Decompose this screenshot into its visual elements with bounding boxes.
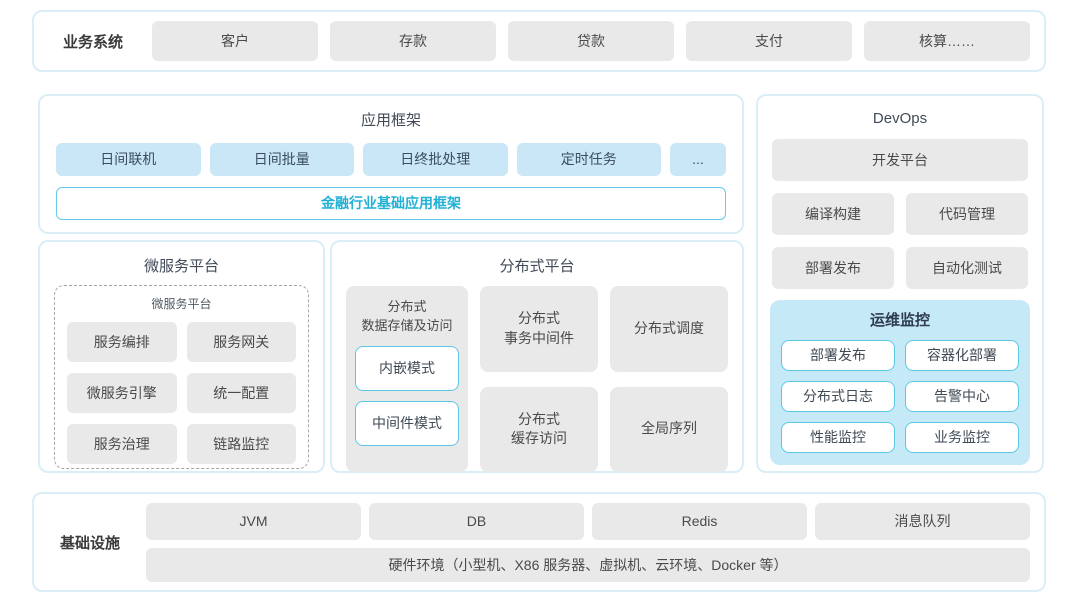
business-item-customer: 客户 [152, 21, 318, 61]
deploy-release-box: 部署发布 [772, 247, 894, 289]
distributed-platform-panel: 分布式平台 分布式 数据存储及访问 内嵌模式 中间件模式 分布式 事务中间件 分… [330, 240, 744, 473]
business-system-label: 业务系统 [62, 33, 123, 51]
microservice-platform-panel: 微服务平台 微服务平台 服务编排 服务网关 微服务引擎 统一配置 服务治理 链路… [38, 240, 325, 473]
microservice-platform-title: 微服务平台 [143, 258, 219, 275]
hardware-environment-box: 硬件环境（小型机、X86 服务器、虚拟机、云环境、Docker 等） [146, 547, 1030, 582]
distributed-platform-title: 分布式平台 [499, 258, 575, 275]
module-more: ... [670, 143, 726, 176]
microservice-inner-box: 微服务平台 服务编排 服务网关 微服务引擎 统一配置 服务治理 链路监控 [54, 285, 309, 469]
mon-distributed-logs: 分布式日志 [781, 381, 895, 412]
microservice-inner-title: 微服务平台 [151, 297, 212, 311]
business-item-accounting: 核算…… [864, 21, 1030, 61]
mon-alert-center: 告警中心 [905, 381, 1019, 412]
code-management-box: 代码管理 [906, 193, 1028, 235]
global-sequence: 全局序列 [610, 386, 728, 472]
distributed-transaction-middleware: 分布式 事务中间件 [480, 286, 598, 372]
business-item-deposit: 存款 [330, 21, 496, 61]
mon-business: 业务监控 [905, 422, 1019, 453]
ops-monitoring-title: 运维监控 [869, 312, 930, 329]
module-scheduled-task: 定时任务 [516, 143, 661, 176]
ms-service-gateway: 服务网关 [186, 322, 296, 362]
dev-platform-box: 开发平台 [772, 139, 1028, 181]
module-daytime-batch: 日间批量 [209, 143, 354, 176]
app-framework-modules: 日间联机 日间批量 日终批处理 定时任务 ... [56, 143, 726, 176]
infrastructure-row: JVM DB Redis 消息队列 [146, 502, 1030, 540]
distributed-cache-access: 分布式 缓存访问 [480, 386, 598, 472]
infrastructure-label: 基础设施 [59, 534, 120, 552]
infrastructure-content: JVM DB Redis 消息队列 硬件环境（小型机、X86 服务器、虚拟机、云… [146, 502, 1044, 582]
ms-service-governance: 服务治理 [67, 424, 177, 464]
ops-monitoring-panel: 运维监控 部署发布 容器化部署 分布式日志 告警中心 性能监控 业务监控 [770, 300, 1030, 465]
devops-title: DevOps [872, 110, 928, 127]
ms-microservice-engine: 微服务引擎 [67, 373, 177, 413]
infra-message-queue: 消息队列 [815, 502, 1030, 540]
compile-build-box: 编译构建 [772, 193, 894, 235]
distributed-platform-body: 分布式 数据存储及访问 内嵌模式 中间件模式 分布式 事务中间件 分布式 缓存访… [346, 286, 728, 472]
infra-jvm: JVM [146, 502, 361, 540]
automated-testing-box: 自动化测试 [906, 247, 1028, 289]
distributed-scheduling: 分布式调度 [610, 286, 728, 372]
app-framework-panel: 应用框架 日间联机 日间批量 日终批处理 定时任务 ... 金融行业基础应用框架 [38, 94, 744, 234]
distributed-storage-box: 分布式 数据存储及访问 内嵌模式 中间件模式 [346, 286, 468, 472]
distributed-col-3: 分布式调度 全局序列 [610, 286, 728, 472]
business-item-payment: 支付 [686, 21, 852, 61]
infrastructure-panel: 基础设施 JVM DB Redis 消息队列 硬件环境（小型机、X86 服务器、… [32, 492, 1046, 592]
ops-monitoring-grid: 部署发布 容器化部署 分布式日志 告警中心 性能监控 业务监控 [781, 340, 1019, 453]
middleware-mode-box: 中间件模式 [355, 400, 459, 446]
app-framework-title: 应用框架 [360, 112, 421, 129]
devops-grid: 编译构建 代码管理 部署发布 自动化测试 [772, 193, 1028, 289]
mon-performance: 性能监控 [781, 422, 895, 453]
business-system-panel: 业务系统 客户 存款 贷款 支付 核算…… [32, 10, 1046, 72]
distributed-col-2: 分布式 事务中间件 分布式 缓存访问 [480, 286, 598, 472]
module-eod-batch: 日终批处理 [363, 143, 508, 176]
ms-unified-config: 统一配置 [186, 373, 296, 413]
microservice-grid: 服务编排 服务网关 微服务引擎 统一配置 服务治理 链路监控 [67, 322, 296, 464]
infra-db: DB [369, 502, 584, 540]
ms-link-monitoring: 链路监控 [186, 424, 296, 464]
base-framework-box: 金融行业基础应用框架 [56, 187, 726, 220]
module-daytime-online: 日间联机 [56, 143, 201, 176]
business-item-loan: 贷款 [508, 21, 674, 61]
mon-deploy-release: 部署发布 [781, 340, 895, 371]
ms-service-orchestration: 服务编排 [67, 322, 177, 362]
devops-panel: DevOps 开发平台 编译构建 代码管理 部署发布 自动化测试 运维监控 部署… [756, 94, 1044, 473]
mon-container-deploy: 容器化部署 [905, 340, 1019, 371]
distributed-storage-label: 分布式 数据存储及访问 [361, 299, 453, 333]
infra-redis: Redis [592, 502, 807, 540]
embedded-mode-box: 内嵌模式 [355, 345, 459, 391]
